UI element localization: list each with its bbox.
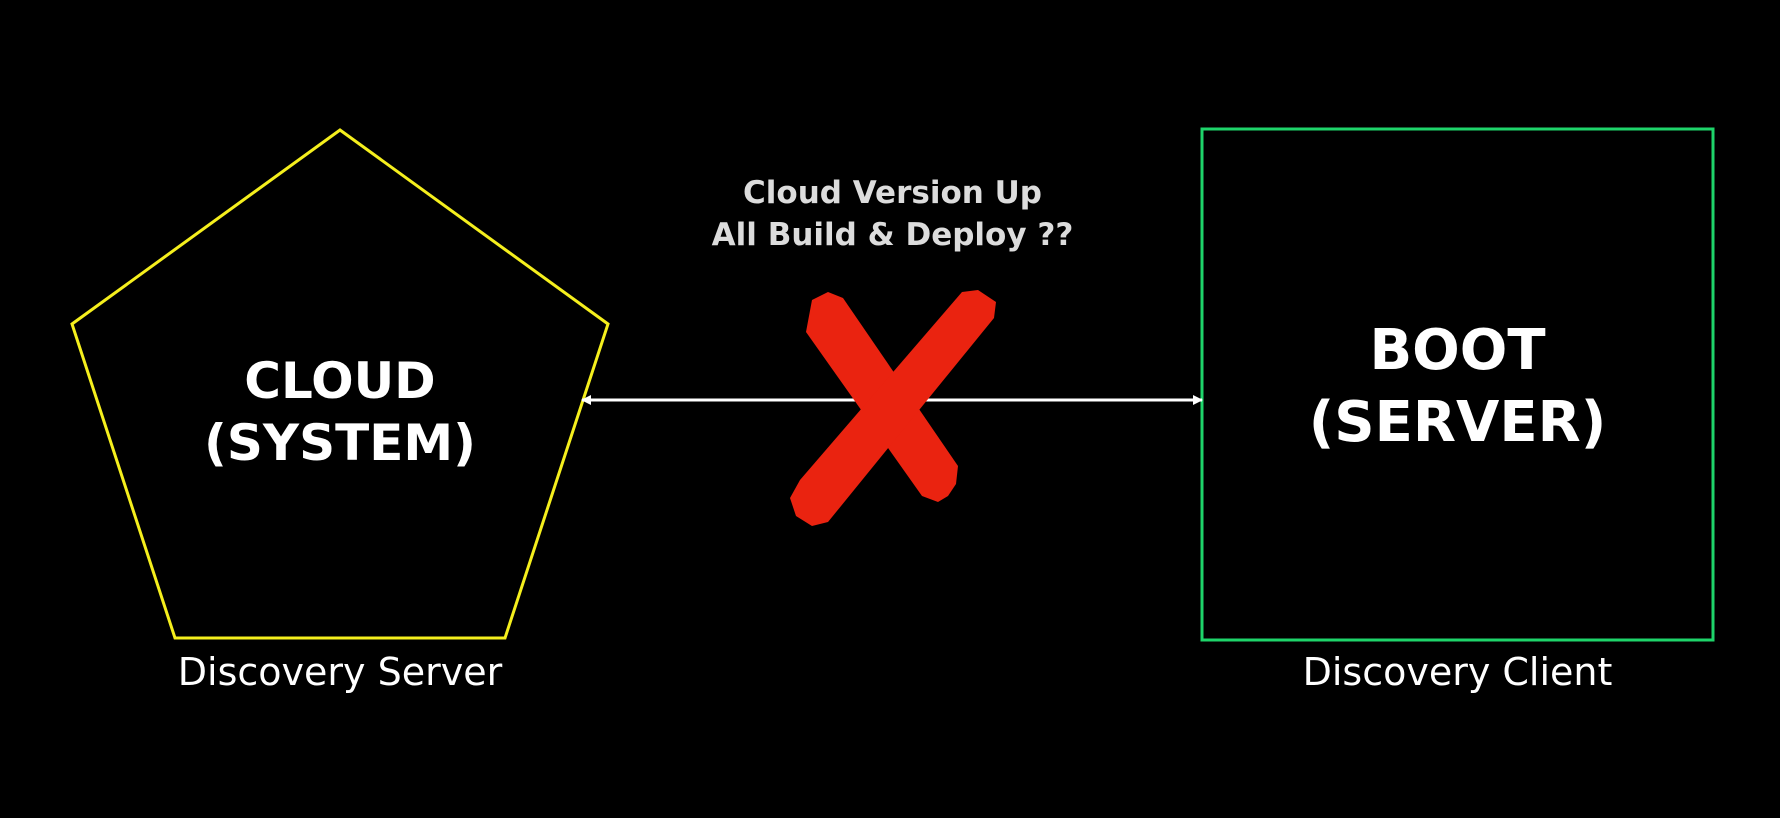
- discovery-client-caption: Discovery Client: [1302, 650, 1613, 694]
- boot-server-label: BOOT (SERVER): [1200, 315, 1715, 459]
- boot-server-square[interactable]: [1200, 127, 1715, 642]
- cross-icon: [790, 290, 996, 526]
- cloud-label-line1: CLOUD: [244, 352, 436, 410]
- boot-label-line1: BOOT: [1369, 318, 1546, 383]
- cloud-system-pentagon[interactable]: [70, 128, 610, 640]
- boot-label-line2: (SERVER): [1308, 390, 1607, 455]
- discovery-server-caption: Discovery Server: [177, 650, 503, 694]
- cloud-system-label: CLOUD (SYSTEM): [90, 350, 590, 474]
- connection-label: Cloud Version Up All Build & Deploy ??: [680, 172, 1105, 256]
- connection-label-line2: All Build & Deploy ??: [711, 217, 1074, 253]
- cloud-label-line2: (SYSTEM): [204, 414, 476, 472]
- connection-label-line1: Cloud Version Up: [743, 175, 1042, 211]
